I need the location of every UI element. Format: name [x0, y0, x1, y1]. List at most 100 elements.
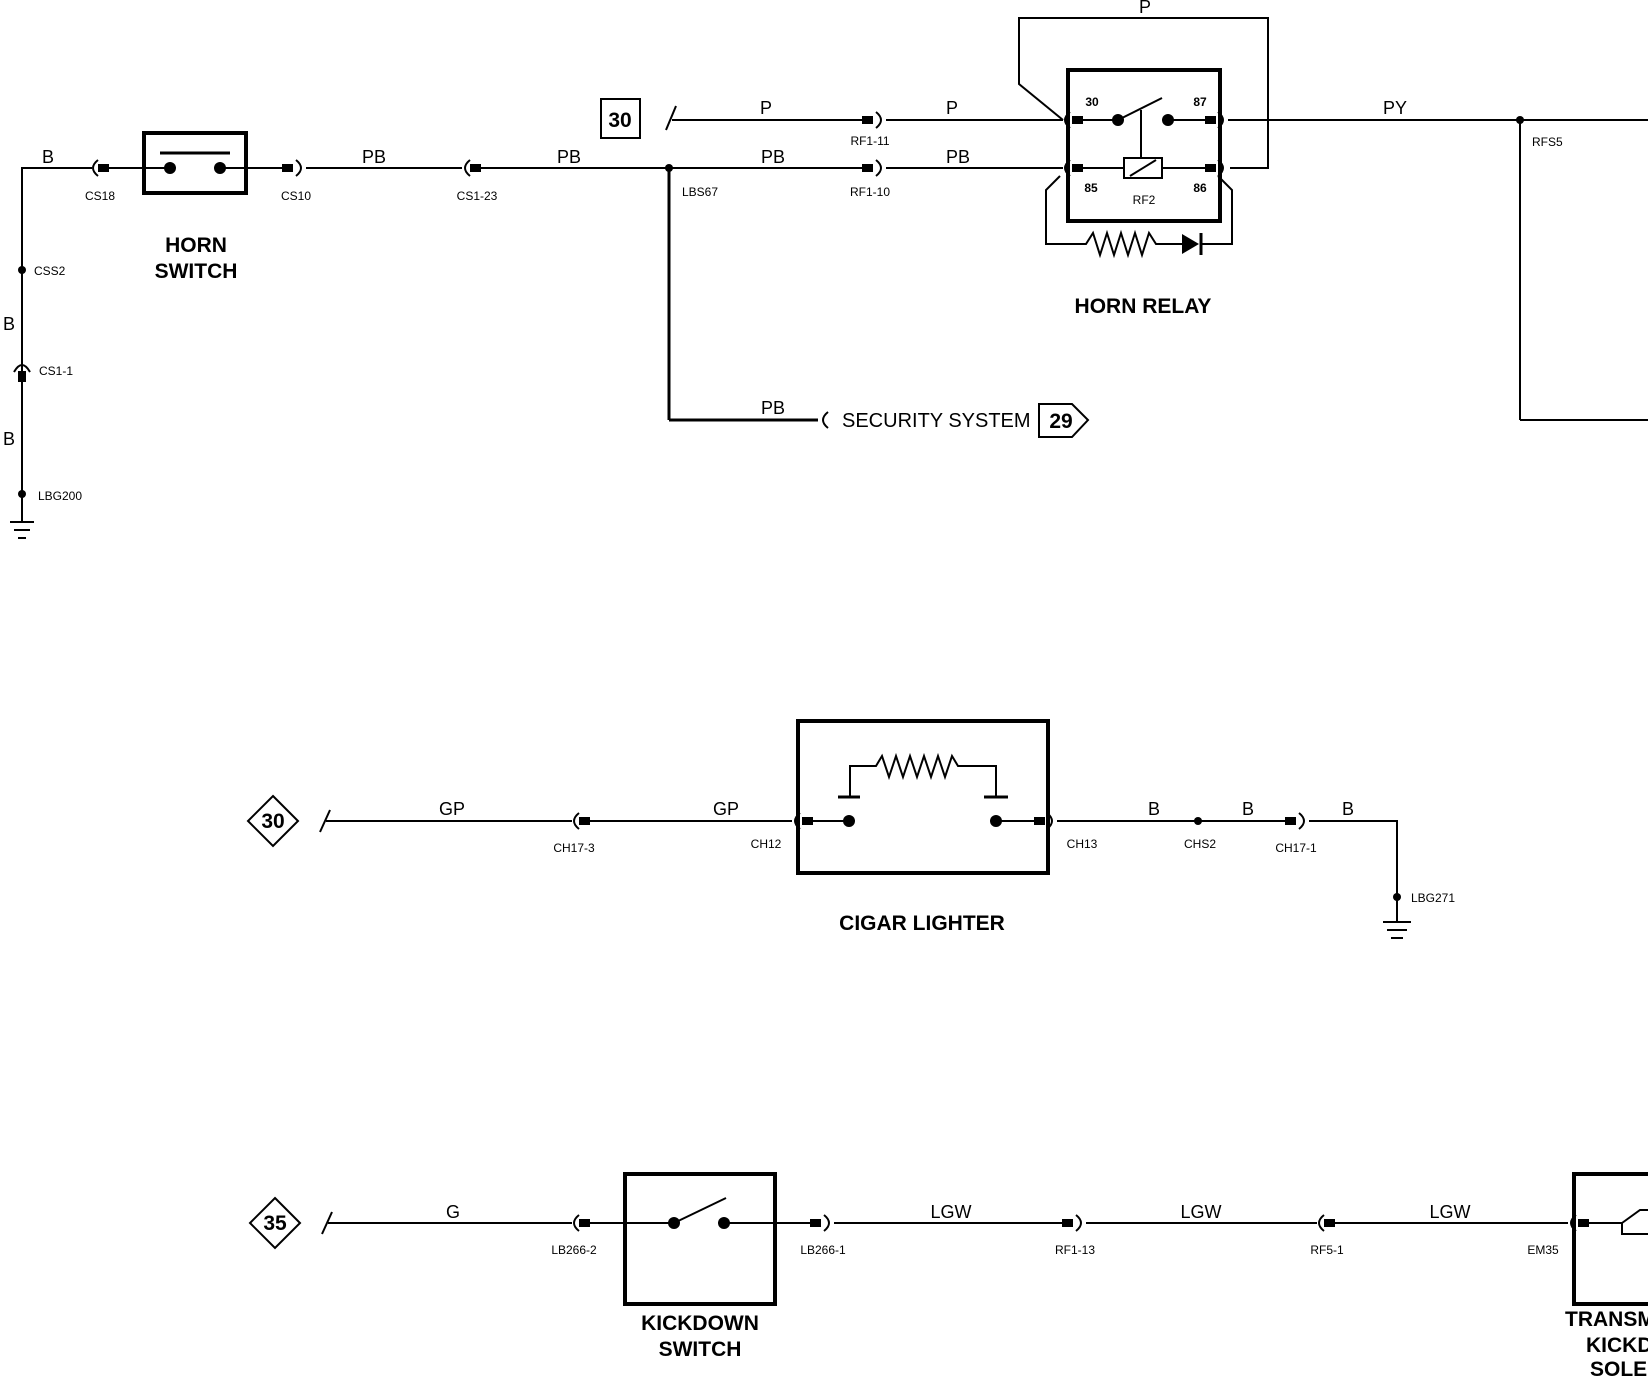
connector-rf1-11	[875, 111, 882, 129]
pin-em35	[1578, 1219, 1589, 1227]
wire-label-p-loop: P	[1139, 0, 1151, 17]
relay-socket-87	[1217, 111, 1224, 129]
splice-lbg200	[18, 490, 26, 498]
pin-ch13	[1034, 817, 1045, 825]
relay-pin-85	[1072, 164, 1083, 172]
relay-pin-label-85: 85	[1084, 181, 1098, 195]
connector-lb266-2-pin	[579, 1219, 590, 1227]
node-label-rf5-1: RF5-1	[1310, 1243, 1344, 1257]
kickdown-switch-box	[623, 1172, 777, 1306]
node-label-ch17-1: CH17-1	[1275, 841, 1317, 855]
splice-lbg271	[1393, 893, 1401, 901]
wire-label-gp-1: GP	[439, 799, 465, 819]
page-ref-35-diamond	[248, 1196, 302, 1250]
solenoid-title-line1: TRANSM	[1565, 1308, 1648, 1331]
page-ref-30-diamond	[246, 794, 300, 848]
splice-chs2	[1194, 817, 1202, 825]
cigar-lighter-box	[796, 719, 1050, 875]
wire-label-gp-2: GP	[713, 799, 739, 819]
kickdown-circuit: 35 KICKDOWN SWITCH TRANSM KICKD SOLE G L…	[248, 1172, 1648, 1376]
pin-ch12	[802, 817, 813, 825]
cigar-lighter-title: CIGAR LIGHTER	[839, 912, 1005, 935]
wire-label-b-1: B	[1148, 799, 1160, 819]
wire-label-b-top: B	[42, 147, 54, 167]
horn-relay-box	[1066, 68, 1222, 223]
wire-label-b-3: B	[1342, 799, 1354, 819]
wire-label-lgw-3: LGW	[1429, 1202, 1470, 1222]
relay-pin-30	[1072, 116, 1083, 124]
socket-ch12	[794, 812, 801, 830]
connector-lb266-2	[573, 1214, 580, 1232]
node-label-css2: CSS2	[34, 264, 66, 278]
page-ref-30-box	[600, 98, 641, 139]
node-label-rf1-13: RF1-13	[1055, 1243, 1095, 1257]
solenoid-box	[1572, 1172, 1648, 1306]
node-label-chs2: CHS2	[1184, 837, 1216, 851]
socket-em35	[1570, 1214, 1577, 1232]
security-system-label: SECURITY SYSTEM	[842, 410, 1031, 432]
wire-label-py: PY	[1383, 98, 1407, 118]
connector-rf1-10	[875, 159, 882, 177]
wire-label-pb-4: PB	[946, 147, 970, 167]
node-label-cs1-23: CS1-23	[457, 189, 498, 203]
connector-security-system	[822, 411, 829, 429]
horn-switch-box	[142, 131, 248, 195]
connector-ch17-3-pin	[579, 817, 590, 825]
socket-ch13	[1046, 812, 1053, 830]
node-label-ch17-3: CH17-3	[553, 841, 595, 855]
connector-cs1-1	[13, 364, 31, 373]
relay-pin-86	[1205, 164, 1216, 172]
node-label-cs10: CS10	[281, 189, 311, 203]
relay-pin-87	[1205, 116, 1216, 124]
cigar-terminal-right	[990, 815, 1002, 827]
wire-break-tick-30	[665, 105, 677, 131]
relay-suppression-circuit	[1045, 175, 1233, 259]
relay-socket-85	[1064, 159, 1071, 177]
ground-symbol-lbg271	[1383, 921, 1411, 939]
wire-label-pb-security: PB	[761, 398, 785, 418]
relay-pin-label-87: 87	[1193, 95, 1207, 109]
wire-b-to-ground	[1309, 820, 1398, 922]
node-label-lbg271: LBG271	[1411, 891, 1455, 905]
connector-cs10-pin	[282, 164, 293, 172]
kickdown-switch-blade	[673, 1197, 727, 1224]
wire-label-lgw-2: LGW	[1180, 1202, 1221, 1222]
page-ref-29-badge	[1038, 403, 1090, 438]
wire-label-pb-2: PB	[557, 147, 581, 167]
relay-socket-86	[1217, 159, 1224, 177]
wire-p-loop	[1018, 17, 1269, 169]
wire-label-b-mid: B	[3, 314, 15, 334]
relay-socket-30	[1064, 111, 1071, 129]
wire-label-pb-1: PB	[362, 147, 386, 167]
cigar-lighter-circuit: 30 CIGAR LIGHTER GP GP B B B CH17-3 CH12…	[246, 719, 1455, 939]
connector-rf1-13	[1075, 1214, 1082, 1232]
horn-relay-title: HORN RELAY	[1075, 295, 1212, 318]
solenoid-title-line3: SOLE	[1590, 1358, 1647, 1376]
connector-rf5-1	[1318, 1214, 1325, 1232]
kickdown-switch-title-line2: SWITCH	[659, 1338, 742, 1361]
diode-symbol	[1182, 234, 1199, 254]
kickdown-switch-title-line1: KICKDOWN	[641, 1312, 759, 1335]
solenoid-title-line2: KICKD	[1586, 1334, 1648, 1357]
connector-rf1-10-pin	[862, 164, 873, 172]
node-label-cs1-1: CS1-1	[39, 364, 73, 378]
node-label-lbg200: LBG200	[38, 489, 82, 503]
node-label-rf1-11: RF1-11	[850, 134, 889, 148]
wire-break-tick-cigar	[319, 809, 331, 833]
page-ref-29-label: 29	[1049, 410, 1072, 433]
node-label-rf1-10: RF1-10	[850, 185, 890, 199]
relay-pin-label-86: 86	[1193, 181, 1207, 195]
connector-ch17-1-pin	[1285, 817, 1296, 825]
splice-css2	[18, 266, 26, 274]
solenoid-symbol	[1589, 1209, 1648, 1235]
connector-lb266-1	[823, 1214, 830, 1232]
connector-rf5-1-pin	[1324, 1219, 1335, 1227]
connector-cs18	[92, 159, 99, 177]
node-label-ch12: CH12	[751, 837, 782, 851]
node-label-ch13: CH13	[1067, 837, 1098, 851]
connector-cs1-23	[464, 159, 471, 177]
wire-label-p-2: P	[946, 98, 958, 118]
node-label-rfs5: RFS5	[1532, 135, 1563, 149]
wire-label-lgw-1: LGW	[930, 1202, 971, 1222]
